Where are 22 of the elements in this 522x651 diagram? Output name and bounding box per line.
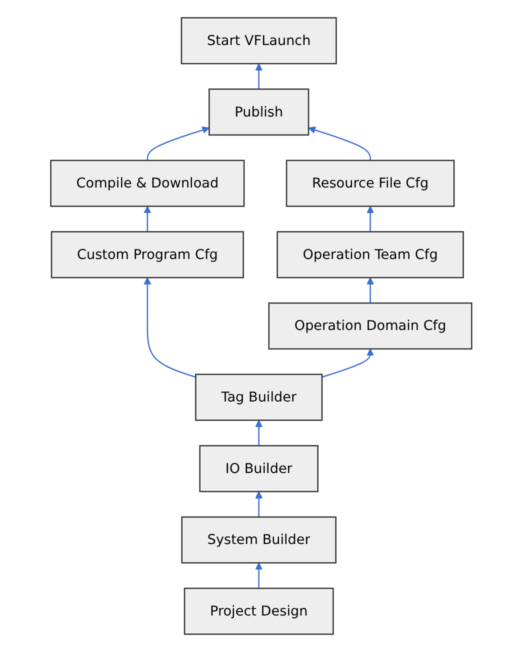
node-box: Compile & Download xyxy=(50,159,244,206)
node-box: System Builder xyxy=(180,516,336,564)
node-box: Tag Builder xyxy=(194,373,322,420)
arrow xyxy=(143,276,196,378)
node-box: Project Design xyxy=(184,587,334,634)
arrow xyxy=(254,490,262,517)
arrow xyxy=(366,276,374,303)
node-box: Operation Domain Cfg xyxy=(268,302,472,350)
node-box: Start VFLaunch xyxy=(180,16,337,64)
node-box: Operation Team Cfg xyxy=(276,230,464,278)
node-box: Custom Program Cfg xyxy=(50,230,244,278)
arrow xyxy=(254,562,262,588)
node-box: Publish xyxy=(208,88,309,136)
arrow xyxy=(146,126,210,160)
arrow xyxy=(254,419,262,446)
arrow xyxy=(254,62,262,89)
arrow xyxy=(308,126,371,160)
arrow xyxy=(322,348,374,378)
arrow xyxy=(143,205,151,232)
node-box: Resource File Cfg xyxy=(286,159,454,206)
node-box: IO Builder xyxy=(198,444,318,492)
arrow xyxy=(366,205,374,232)
